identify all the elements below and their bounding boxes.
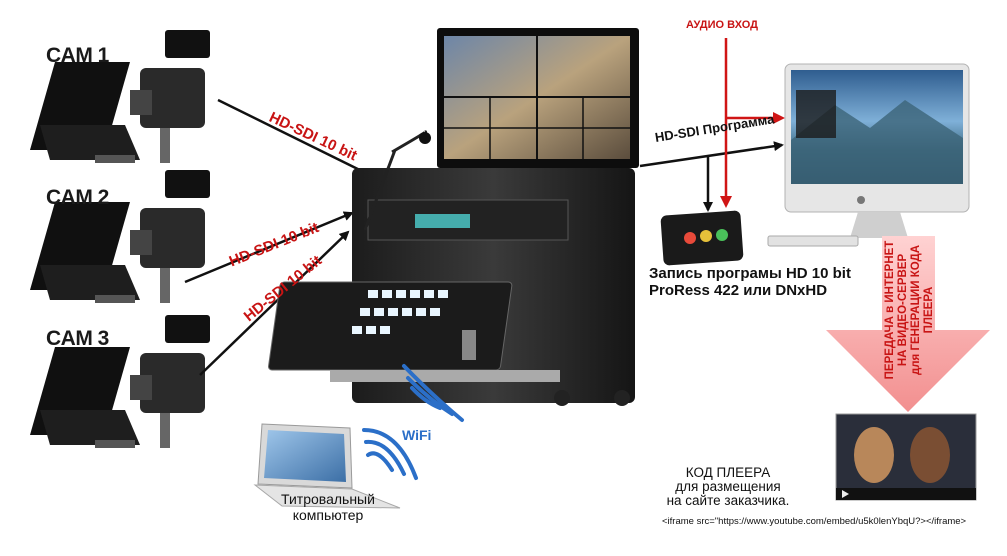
camera-body-icon bbox=[140, 68, 205, 128]
recorder-caption: Запись програмы HD 10 bit ProRess 422 ил… bbox=[649, 265, 851, 299]
stream-caption: ПЕРЕДАЧА в ИНТЕРНЕТ НА ВИДЕО-СЕРВЕР для … bbox=[884, 230, 936, 390]
titler-caption: Титровальный компьютер bbox=[268, 491, 388, 523]
camera-rig-1 bbox=[30, 30, 210, 163]
camera-rig-3 bbox=[30, 315, 210, 448]
cam3-label: CAM 3 bbox=[46, 327, 109, 350]
production-rack bbox=[268, 28, 639, 406]
player-line-3: на сайте заказчика. bbox=[666, 493, 790, 508]
record-button-icon bbox=[684, 232, 696, 244]
player-line-1: КОД ПЛЕЕРА bbox=[685, 465, 771, 480]
viewfinder-icon bbox=[165, 170, 210, 198]
tripod-head-icon bbox=[160, 413, 170, 448]
stream-arrow bbox=[826, 236, 990, 412]
tripod-head-icon bbox=[160, 268, 170, 303]
prompter-glass-icon bbox=[40, 265, 140, 300]
prompter-base-icon bbox=[95, 295, 135, 303]
link-arrow-cam1 bbox=[217, 98, 382, 182]
camera-lens-icon bbox=[130, 230, 152, 255]
viewfinder-icon bbox=[165, 30, 210, 58]
keyboard-icon bbox=[767, 235, 859, 247]
player-caption: КОД ПЛЕЕРА для размещения на сайте заказ… bbox=[648, 466, 808, 508]
wifi-label: WiFi bbox=[402, 427, 432, 443]
wifi-icon bbox=[402, 364, 464, 422]
camera-lens-icon bbox=[130, 90, 152, 115]
player-line-2: для размещения bbox=[675, 479, 781, 494]
titler-line-2: компьютер bbox=[292, 507, 364, 523]
camera-body-icon bbox=[140, 208, 205, 268]
prompter-base-icon bbox=[95, 155, 135, 163]
program-output-arrow bbox=[639, 141, 784, 168]
embed-code[interactable]: <iframe src="https://www.youtube.com/emb… bbox=[662, 516, 967, 527]
link-arrow-cam3 bbox=[199, 230, 350, 376]
video-player-thumbnail bbox=[835, 413, 977, 501]
switcher-shelf bbox=[330, 370, 560, 382]
tripod-head-icon bbox=[160, 128, 170, 163]
recorder-line-1: Запись програмы HD 10 bit bbox=[649, 265, 851, 282]
cam2-label: CAM 2 bbox=[46, 186, 109, 209]
imac-icon bbox=[767, 63, 970, 247]
prompter-base-icon bbox=[95, 440, 135, 448]
camera-lens-icon bbox=[130, 375, 152, 400]
stream-line-1: ПЕРЕДАЧА в ИНТЕРНЕТ bbox=[884, 240, 896, 380]
prompter-glass-icon bbox=[40, 410, 140, 445]
recorder-line-2: ProRess 422 или DNxHD bbox=[649, 282, 828, 299]
camera-body-icon bbox=[140, 353, 205, 413]
titler-line-1: Титровальный bbox=[281, 491, 375, 507]
audio-input-label: АУДИО ВХОД bbox=[686, 19, 758, 31]
stream-line-2: НА ВИДЕО-СЕРВЕР bbox=[897, 253, 909, 367]
gooseneck-mic-icon bbox=[391, 130, 428, 154]
apple-logo-icon bbox=[857, 196, 865, 204]
stream-line-3: для ГЕНЕРАЦИИ КОДА bbox=[910, 244, 922, 376]
recorder-device bbox=[660, 210, 744, 266]
prompter-glass-icon bbox=[40, 125, 140, 160]
link-arrow-cam2 bbox=[184, 211, 354, 284]
viewfinder-icon bbox=[165, 315, 210, 343]
play-icon bbox=[842, 490, 849, 498]
laptop-icon bbox=[253, 423, 401, 509]
stream-line-4: ПЛЕЕРА bbox=[923, 286, 935, 334]
wifi-laptop-icon bbox=[362, 428, 418, 480]
cam1-label: CAM 1 bbox=[46, 44, 109, 67]
camera-rig-2 bbox=[30, 170, 210, 303]
t-bar-icon bbox=[462, 330, 476, 360]
